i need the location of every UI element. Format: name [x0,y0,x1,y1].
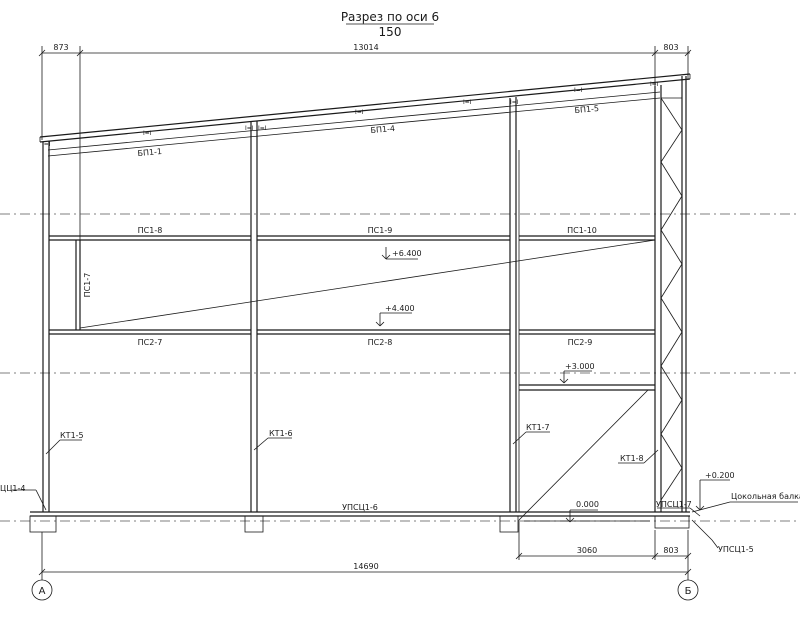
lower-purlins [49,329,655,335]
svg-text:I=I: I=I [463,99,472,106]
label-ps18: ПС1-8 [138,226,163,235]
elev-0200-text: +0.200 [705,471,735,480]
upper-purlins [49,235,655,241]
foundation-pads [29,515,690,533]
elevation-3000: +3.000 [559,362,595,384]
elev-0000-text: 0.000 [576,500,599,509]
axis-b-label: Б [685,586,692,597]
label-ps19: ПС1-9 [368,226,393,235]
axis-a-label: А [39,586,46,597]
label-bp1: БП1-1 [137,147,162,158]
svg-text:I=I: I=I [245,125,254,132]
label-ps28: ПС2-8 [368,338,393,347]
elevation-0000: 0.000 [565,500,599,523]
label-upsc14: ЦЦ1-4 [0,484,26,493]
svg-text:I=I: I=I [355,109,364,116]
label-bp4: БП1-4 [370,124,395,135]
svg-text:I=I: I=I [42,141,51,148]
post-ps17 [75,240,81,330]
dim-total: 14690 [353,562,378,571]
beam-3000 [519,384,655,391]
opening-brace [518,389,649,521]
svg-text:I=I: I=I [574,87,583,94]
diagonal-tie [79,239,656,329]
bottom-dimension-total: 14690 [38,532,692,578]
label-upsc16: УПСЦ1-6 [342,503,378,512]
label-ps27: ПС2-7 [138,338,163,347]
dim-bottom-b: 803 [663,546,678,555]
roof-beam: I=I I=I I=I I=I I=I I=I I=I I=I I=I [39,73,691,157]
svg-text:I=I: I=I [510,99,519,106]
label-upsc17: УПСЦ1-7 [656,500,692,509]
elev-6400-text: +6.400 [392,249,422,258]
label-kt15: КТ1-5 [60,431,84,440]
label-kt16: КТ1-6 [269,429,293,438]
leaders [12,431,798,549]
label-cokol: Цокольная балка [731,492,800,501]
bottom-dimension-upper: 3060 803 [515,520,692,560]
label-kt17: КТ1-7 [526,423,550,432]
svg-text:I=I: I=I [143,130,152,137]
elevation-6400: +6.400 [381,247,422,260]
elev-3000-text: +3.000 [565,362,595,371]
axis-marker-b: Б [677,578,699,601]
label-ps29: ПС2-9 [568,338,593,347]
drawing-title: Разрез по оси 6 [341,10,439,24]
elevation-4400: +4.400 [375,304,415,327]
base-beam [30,511,690,522]
dim-top-right: 803 [663,43,678,52]
label-ps110: ПС1-10 [567,226,597,235]
columns [42,85,662,512]
axis-marker-a: А [31,578,53,601]
elev-4400-text: +4.400 [385,304,415,313]
label-bp5: БП1-5 [574,104,599,115]
svg-text:I=I: I=I [650,81,659,88]
lattice-column [660,76,687,512]
label-upsc15: УПСЦ1-5 [718,545,754,554]
svg-text:I=I: I=I [258,125,267,132]
elevation-0200: +0.200 [695,471,735,511]
dim-bottom-a: 3060 [577,546,597,555]
label-kt18: КТ1-8 [620,454,644,463]
label-ps17: ПС1-7 [83,273,92,298]
drawing-scale: 150 [379,25,402,39]
dim-top-mid: 13014 [353,43,378,52]
top-dimension: 873 13014 803 [38,43,692,325]
dim-top-left: 873 [53,43,68,52]
